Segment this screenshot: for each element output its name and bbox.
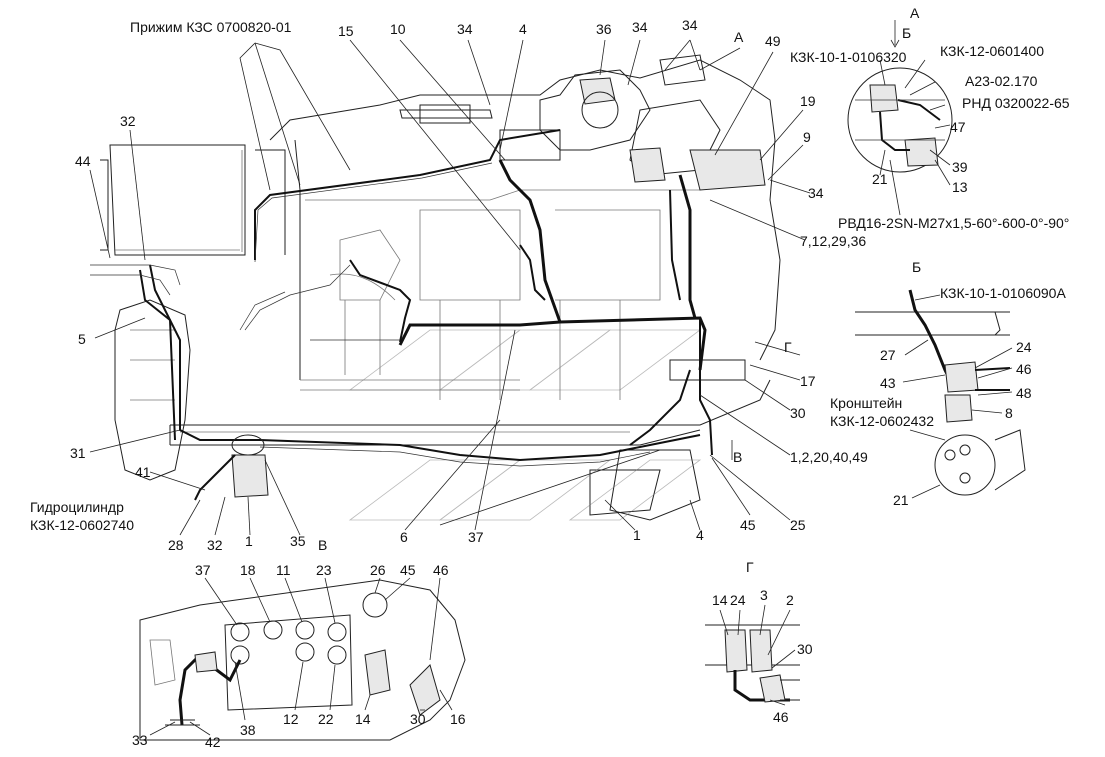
callout-15: 15 (338, 23, 354, 39)
hose-lines (90, 129, 713, 501)
callout-30: 30 (790, 405, 806, 421)
callout-34: 34 (632, 19, 648, 35)
detail-b-callout-21: 21 (893, 492, 909, 508)
callout-49: 49 (765, 33, 781, 49)
detail-g-callout-2: 2 (786, 592, 794, 608)
detail-a-callout-21: 21 (872, 171, 888, 187)
detail-v-callout-33: 33 (132, 732, 148, 748)
detail-g-callout-14: 14 (712, 592, 728, 608)
detail-g-title: Г (746, 559, 754, 575)
machine-frame (100, 54, 781, 521)
detail-a-callout-39: 39 (952, 159, 968, 175)
callout-37: 37 (468, 529, 484, 545)
detail-g (705, 604, 800, 706)
diagram-labels: Прижим КЗС 0700820-01 15 10 34 4 36 34 3… (30, 5, 1070, 750)
detail-v-callout-11: 11 (276, 562, 291, 578)
detail-v-callout-38: 38 (240, 722, 256, 738)
callout-6: 6 (400, 529, 408, 545)
detail-b-callout-8: 8 (1005, 405, 1013, 421)
callout-32: 32 (120, 113, 136, 129)
detail-v-callout-46: 46 (433, 562, 449, 578)
detail-a-part-3: А23-02.170 (965, 73, 1038, 89)
detail-v-callout-37: 37 (195, 562, 211, 578)
clamp-label: Прижим КЗС 0700820-01 (130, 19, 292, 35)
detail-v-title: В (318, 537, 327, 553)
detail-a-part-2: КЗК-12-0601400 (940, 43, 1044, 59)
detail-a-callout-47: 47 (950, 119, 966, 135)
detail-a (847, 20, 953, 216)
detail-v-callout-22: 22 (318, 711, 334, 727)
callout-45: 45 (740, 517, 756, 533)
callout-44: 44 (75, 153, 91, 169)
callout-4: 4 (696, 527, 704, 543)
detail-v-callout-16: 16 (450, 711, 466, 727)
callout-9: 9 (803, 129, 811, 145)
callout-leaders (89, 39, 811, 536)
detail-b-callout-48: 48 (1016, 385, 1032, 401)
cylinder-label: Гидроцилиндр (30, 499, 124, 515)
bracket-label: Кронштейн (830, 395, 902, 411)
callout-17: 17 (800, 373, 816, 389)
hose-spec-label: РВД16-2SN-М27х1,5-60°-600-0°-90° (838, 215, 1069, 231)
callout-41: 41 (135, 464, 151, 480)
callout-35: 35 (290, 533, 306, 549)
detail-v-callout-42: 42 (205, 734, 221, 750)
callout-34: 34 (682, 17, 698, 33)
detail-a-part-4: РНД 0320022-65 (962, 95, 1070, 111)
detail-b-callout-43: 43 (880, 375, 896, 391)
detail-v-callout-45: 45 (400, 562, 416, 578)
detail-v-callout-14: 14 (355, 711, 371, 727)
callout-4: 4 (519, 21, 527, 37)
detail-v-callout-12: 12 (283, 711, 299, 727)
detail-g-callout-30: 30 (797, 641, 813, 657)
callout-28: 28 (168, 537, 184, 553)
callout-5: 5 (78, 331, 86, 347)
detail-a-part-1: КЗК-10-1-0106320 (790, 49, 907, 65)
callout-25: 25 (790, 517, 806, 533)
detail-b (855, 289, 1026, 499)
detail-v (139, 577, 466, 741)
detail-b-callout-24: 24 (1016, 339, 1032, 355)
detail-v-callout-26: 26 (370, 562, 386, 578)
group-callout-7: 7,12,29,36 (800, 233, 866, 249)
callout-34: 34 (457, 21, 473, 37)
detail-b-part-1: КЗК-10-1-0106090А (940, 285, 1066, 301)
detail-b-callout-46: 46 (1016, 361, 1032, 377)
view-marker-v: В (733, 449, 742, 465)
callout-19: 19 (800, 93, 816, 109)
detail-g-callout-3: 3 (760, 587, 768, 603)
detail-a-title: А (910, 5, 920, 21)
cylinder-part-label: КЗК-12-0602740 (30, 517, 134, 533)
detail-a-arrow-label: Б (902, 25, 911, 41)
callout-1: 1 (633, 527, 641, 543)
detail-b-title: Б (912, 259, 921, 275)
bracket-part-label: КЗК-12-0602432 (830, 413, 934, 429)
callout-36: 36 (596, 21, 612, 37)
detail-v-callout-30: 30 (410, 711, 426, 727)
callout-31: 31 (70, 445, 86, 461)
callout-34: 34 (808, 185, 824, 201)
view-marker-g: Г (784, 339, 792, 355)
view-marker-a: А (734, 29, 744, 45)
callout-1: 1 (245, 533, 253, 549)
callout-32: 32 (207, 537, 223, 553)
callout-10: 10 (390, 21, 406, 37)
detail-g-callout-24: 24 (730, 592, 746, 608)
detail-a-callout-13: 13 (952, 179, 968, 195)
detail-g-callout-46: 46 (773, 709, 789, 725)
group-callout-1: 1,2,20,40,49 (790, 449, 868, 465)
detail-v-callout-23: 23 (316, 562, 332, 578)
detail-v-callout-18: 18 (240, 562, 256, 578)
detail-b-callout-27: 27 (880, 347, 896, 363)
